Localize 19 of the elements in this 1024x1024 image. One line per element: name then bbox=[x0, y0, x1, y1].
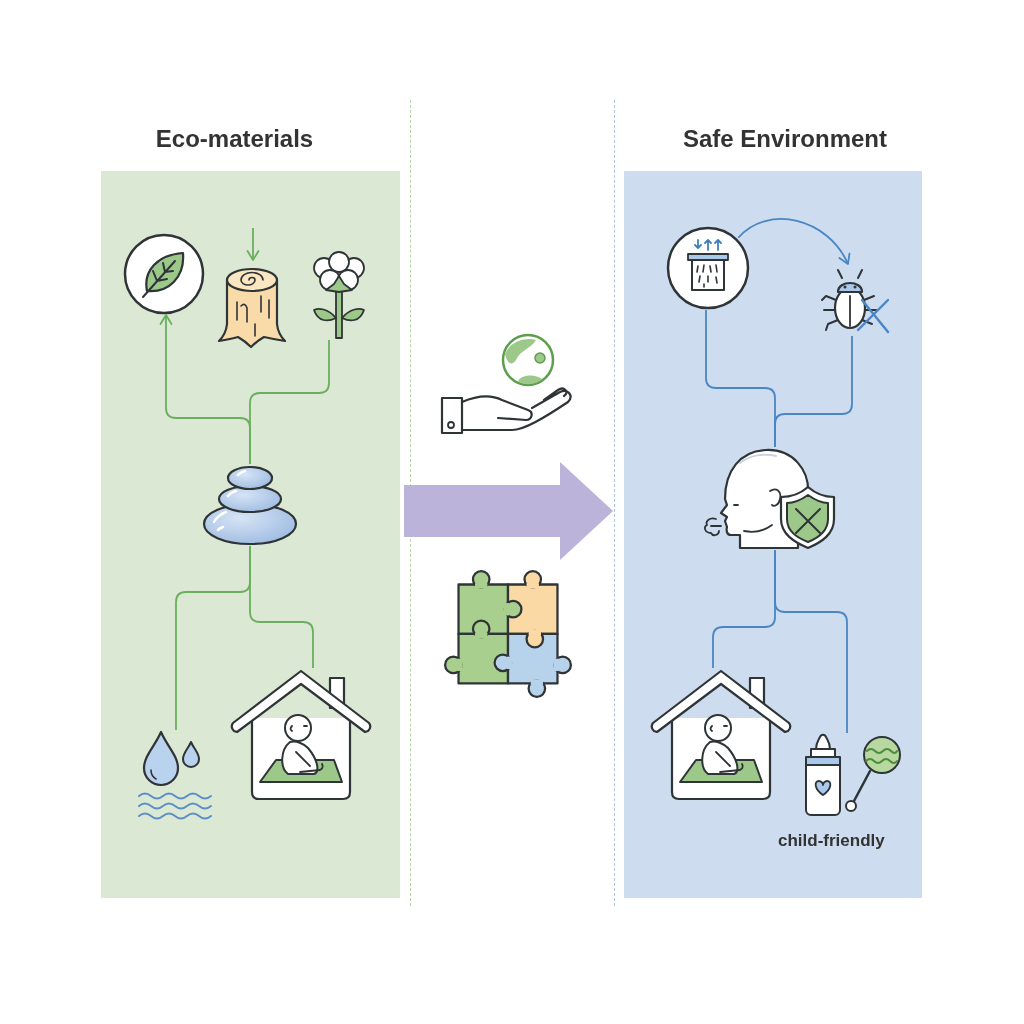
connector-line bbox=[774, 549, 848, 734]
filter-icon bbox=[666, 226, 750, 310]
connector-line bbox=[774, 335, 853, 448]
arrow bbox=[737, 218, 850, 265]
caption-text: child-friendly bbox=[778, 830, 885, 852]
stacked-stones-icon bbox=[202, 464, 298, 546]
connector-line bbox=[249, 339, 330, 465]
bottle-rattle-icon bbox=[802, 733, 904, 817]
arrow bbox=[246, 227, 260, 261]
block-arrow bbox=[404, 462, 613, 560]
panel-heading: Eco-materials bbox=[155, 125, 314, 153]
cotton-plant-icon bbox=[312, 250, 366, 340]
hand-globe-icon bbox=[440, 332, 574, 435]
house-baby-icon bbox=[650, 668, 792, 802]
leaf-icon bbox=[123, 233, 205, 315]
house-baby-icon bbox=[230, 668, 372, 802]
water-drops-icon bbox=[137, 730, 215, 822]
connector-line bbox=[249, 545, 314, 669]
panel-heading: Safe Environment bbox=[683, 125, 887, 153]
